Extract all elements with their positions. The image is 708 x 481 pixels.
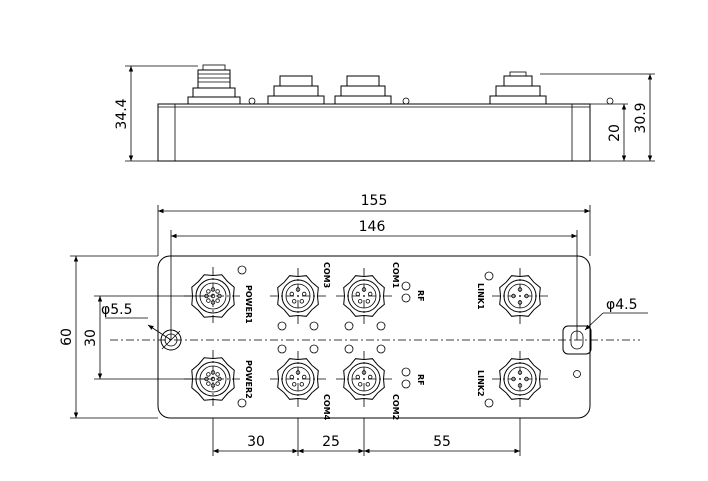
- port-com1: [336, 268, 392, 324]
- led-indicator-12: [401, 293, 411, 303]
- led-indicator-16: [484, 398, 494, 408]
- led-indicator-13: [401, 367, 411, 377]
- dim-top-height-ports: 30: [83, 329, 99, 347]
- dim-top-width-overall: 155: [361, 193, 388, 209]
- led-indicator-9: [344, 344, 354, 354]
- dim-hole-right-diameter: φ4.5: [606, 297, 638, 313]
- side-body: [157, 103, 591, 162]
- dim-side-height-body: 20: [607, 124, 623, 142]
- dim-pitch-b: 25: [322, 434, 340, 450]
- port-power2: [184, 350, 242, 408]
- led-indicator-3: [277, 321, 287, 331]
- label-com1: COM1: [391, 262, 400, 289]
- led-indicator-1: [237, 265, 247, 275]
- dim-top-height-overall: 60: [59, 328, 75, 346]
- label-com4: COM4: [322, 394, 331, 421]
- led-indicator-7: [344, 321, 354, 331]
- dim-side-height-connector: 30.9: [633, 102, 649, 133]
- dim-hole-left-diameter: φ5.5: [101, 302, 133, 318]
- label-com2: COM2: [391, 394, 400, 420]
- label-rf-top: RF: [416, 290, 425, 302]
- label-power1: POWER1: [244, 285, 253, 324]
- screw-hole: [573, 370, 581, 378]
- label-link1: LINK1: [476, 283, 485, 310]
- ports-group: [184, 265, 581, 408]
- port-power1: [184, 267, 242, 325]
- label-power2: POWER2: [244, 360, 253, 399]
- side-connector-com3: [267, 75, 325, 105]
- side-view: 34.4 20 30.9: [114, 64, 655, 162]
- label-rf-bottom: RF: [416, 374, 425, 386]
- side-connector-power: [187, 64, 241, 105]
- dim-pitch-a: 30: [247, 434, 265, 450]
- led-indicator-8: [376, 321, 386, 331]
- dim-pitch-c: 55: [433, 434, 451, 450]
- side-connector-link: [489, 71, 547, 105]
- led-indicator-15: [484, 271, 494, 281]
- label-link2: LINK2: [476, 370, 485, 397]
- label-com3: COM3: [322, 262, 331, 288]
- dim-side-height-overall: 34.4: [114, 98, 130, 129]
- mounting-slot-right: [562, 312, 648, 355]
- port-com4: [270, 351, 326, 407]
- port-link1: [492, 268, 548, 324]
- port-link2: [492, 351, 548, 407]
- led-indicator-14: [401, 379, 411, 389]
- side-connector-com1: [334, 75, 392, 105]
- led-indicator-4: [309, 321, 319, 331]
- led-indicator-6: [309, 344, 319, 354]
- led-indicator-11: [401, 281, 411, 291]
- led-indicator-5: [277, 344, 287, 354]
- mounting-hole-left: [105, 317, 182, 351]
- top-view: 155 146 60 30 φ5.5: [59, 193, 648, 456]
- dim-top-width-holes: 146: [359, 219, 386, 235]
- top-body: [157, 255, 591, 419]
- led-indicator-2: [237, 398, 247, 408]
- port-com2: [336, 351, 392, 407]
- led-indicator-10: [376, 344, 386, 354]
- port-com3: [270, 268, 326, 324]
